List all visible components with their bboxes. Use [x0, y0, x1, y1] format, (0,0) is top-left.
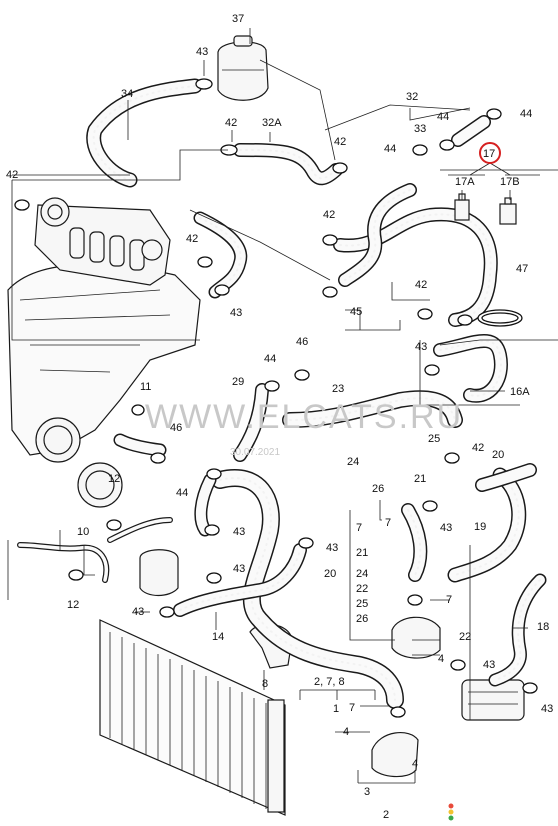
- label-4: 4: [438, 653, 444, 665]
- label-44: 44: [264, 353, 276, 365]
- label-42: 42: [415, 279, 427, 291]
- label-23: 23: [332, 383, 344, 395]
- label-43: 43: [483, 659, 495, 671]
- label-42: 42: [472, 442, 484, 454]
- label-25: 25: [428, 433, 440, 445]
- label-2: 2: [383, 809, 389, 821]
- auxiliary-pump: [139, 549, 179, 597]
- radiator: [99, 619, 286, 816]
- label-46: 46: [296, 336, 308, 348]
- expansion-tank: [217, 35, 269, 101]
- label-14: 14: [212, 631, 224, 643]
- label-12: 12: [67, 599, 79, 611]
- label-46: 46: [170, 422, 182, 434]
- label-43: 43: [230, 307, 242, 319]
- label-12: 12: [108, 473, 120, 485]
- label-29: 29: [232, 376, 244, 388]
- label-17B: 17B: [500, 176, 520, 188]
- label-17: 17: [483, 148, 495, 160]
- watermark-date: 30.07.2021: [230, 447, 280, 458]
- label-7: 7: [385, 517, 391, 529]
- hose-clamps: [14, 78, 538, 718]
- label-24: 24: [347, 456, 359, 468]
- intake-manifold: [34, 197, 171, 286]
- status-dot-green: [448, 815, 454, 821]
- label-42: 42: [6, 169, 18, 181]
- label-17A: 17A: [455, 176, 475, 188]
- label-43: 43: [440, 522, 452, 534]
- connector-17B: [499, 197, 517, 225]
- label-2-7-8: 2, 7, 8: [314, 676, 345, 688]
- label-1: 1: [333, 703, 339, 715]
- status-dot-yellow: [448, 809, 454, 815]
- label-43: 43: [233, 526, 245, 538]
- label-42: 42: [186, 233, 198, 245]
- label-43: 43: [132, 606, 144, 618]
- label-44: 44: [176, 487, 188, 499]
- label-43: 43: [415, 341, 427, 353]
- label-7: 7: [446, 594, 452, 606]
- label-42: 42: [225, 117, 237, 129]
- label-16A: 16A: [510, 386, 530, 398]
- label-21: 21: [414, 473, 426, 485]
- label-42: 42: [334, 136, 346, 148]
- label-45: 45: [350, 306, 362, 318]
- label-32: 32: [406, 91, 418, 103]
- label-22: 22: [459, 631, 471, 643]
- label-37: 37: [232, 13, 244, 25]
- label-18: 18: [537, 621, 549, 633]
- oil-cooler: [461, 679, 525, 721]
- label-25: 25: [356, 598, 368, 610]
- label-3: 3: [364, 786, 370, 798]
- label-8: 8: [262, 678, 268, 690]
- label-42: 42: [323, 209, 335, 221]
- label-43: 43: [541, 703, 553, 715]
- label-4: 4: [412, 758, 418, 770]
- label-33: 33: [414, 123, 426, 135]
- label-34: 34: [121, 88, 133, 100]
- label-7: 7: [349, 702, 355, 714]
- label-20: 20: [324, 568, 336, 580]
- label-11: 11: [140, 381, 151, 393]
- leader-lines: [7, 28, 558, 784]
- highlight-circle: [479, 142, 501, 164]
- label-19: 19: [474, 521, 486, 533]
- label-10: 10: [77, 526, 89, 538]
- thermostat-housing: [371, 616, 441, 778]
- label-20: 20: [492, 449, 504, 461]
- label-21: 21: [356, 547, 368, 559]
- engine-block: [7, 263, 201, 508]
- label-4: 4: [343, 726, 349, 738]
- coolant-pipe: [17, 517, 173, 583]
- label-32A: 32A: [262, 117, 282, 129]
- label-43: 43: [326, 542, 338, 554]
- label-44: 44: [520, 108, 532, 120]
- label-43: 43: [233, 563, 245, 575]
- label-44: 44: [437, 111, 449, 123]
- label-22: 22: [356, 583, 368, 595]
- label-7: 7: [356, 522, 362, 534]
- status-dots: [448, 803, 454, 821]
- status-dot-red: [448, 803, 454, 809]
- part-labels: 37 43 34 42 32A 42 32 44 44 33 44 17 17A…: [6, 13, 553, 821]
- label-24: 24: [356, 568, 368, 580]
- label-43: 43: [196, 46, 208, 58]
- watermark-brand: WWW.ELCATS.RU: [145, 398, 463, 436]
- label-47: 47: [516, 263, 528, 275]
- label-26: 26: [372, 483, 384, 495]
- label-26: 26: [356, 613, 368, 625]
- label-44: 44: [384, 143, 396, 155]
